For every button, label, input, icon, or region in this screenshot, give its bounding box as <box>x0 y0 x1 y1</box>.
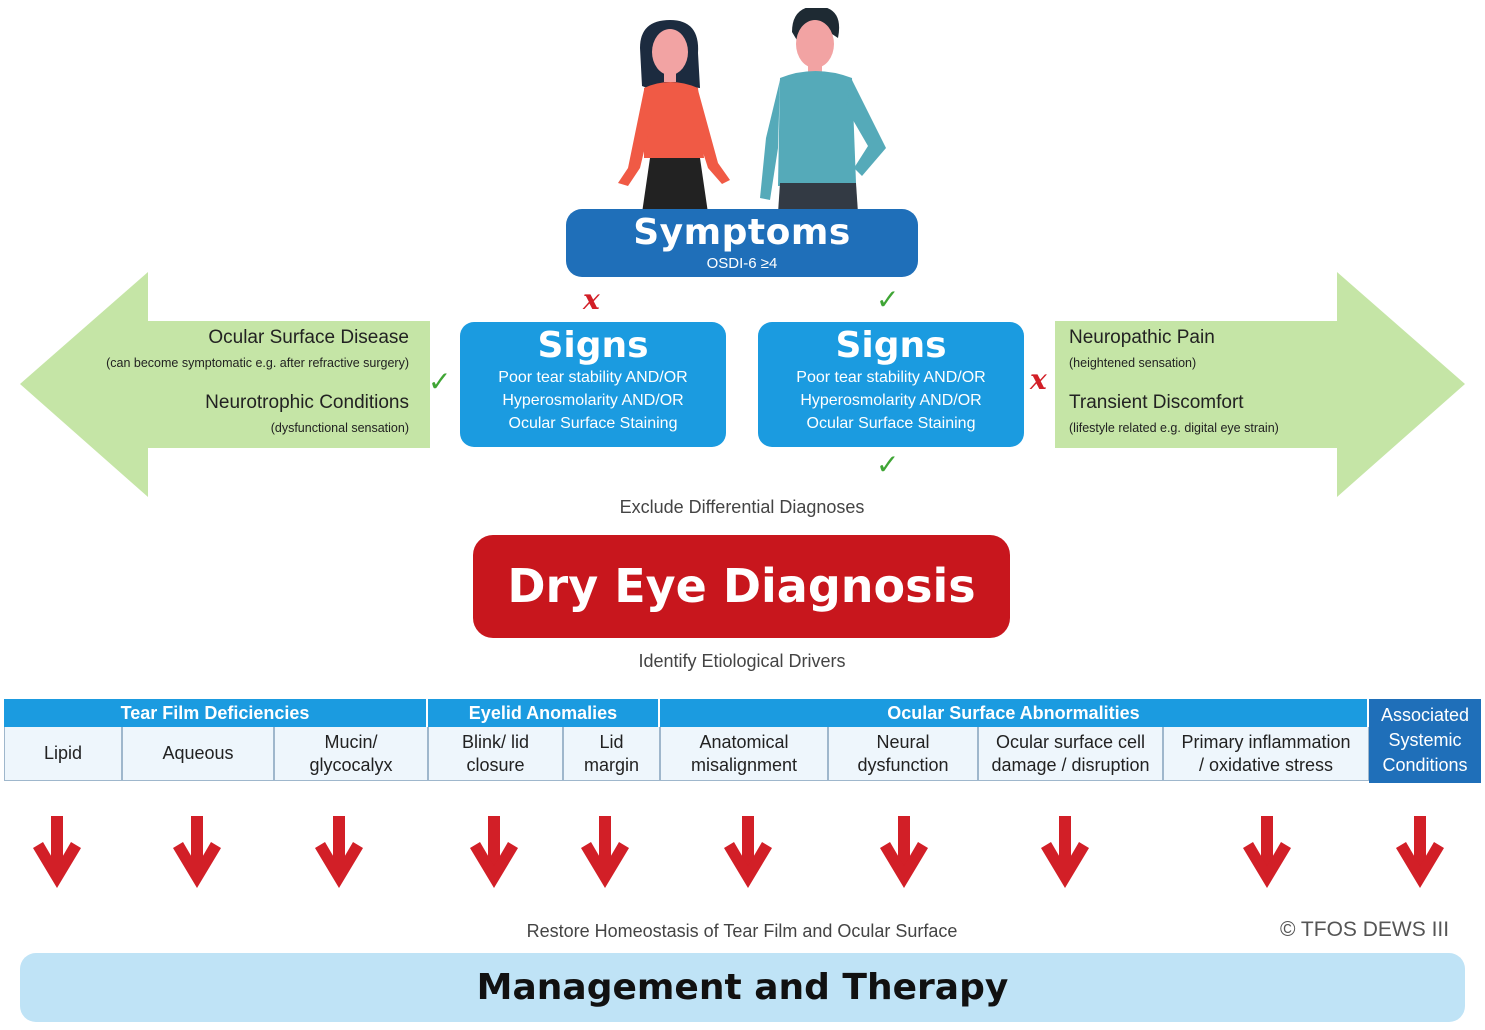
down-arrow <box>173 816 221 888</box>
driver-cell-mucin: Mucin/glycocalyx <box>274 727 428 781</box>
symptoms-box: Symptoms OSDI-6 ≥4 <box>566 209 918 277</box>
cross-mark-symptoms-left: x <box>583 283 600 316</box>
down-arrow <box>1243 816 1291 888</box>
driver-line: Ocular surface cell <box>995 731 1146 752</box>
exclude-differential-caption: Exclude Differential Diagnoses <box>619 497 865 517</box>
down-arrow <box>470 816 518 888</box>
management-therapy-box: Management and Therapy <box>20 953 1465 1022</box>
driver-line: glycocalyx <box>309 754 393 775</box>
signs-line: Hyperosmolarity AND/OR <box>502 392 684 409</box>
driver-line: Primary inflammation <box>1181 731 1351 752</box>
down-arrow <box>581 816 629 888</box>
people-illustration <box>618 8 886 213</box>
down-arrow <box>33 816 81 888</box>
down-arrow <box>315 816 363 888</box>
driver-cell-inflammation: Primary inflammation/ oxidative stress <box>1163 727 1369 781</box>
neuropathic-pain-label: Neuropathic Pain <box>1069 327 1215 348</box>
driver-line: Neural <box>876 731 930 752</box>
ocular-surface-disease-label: Ocular Surface Disease <box>208 327 409 348</box>
identify-drivers-caption: Identify Etiological Drivers <box>638 651 846 671</box>
driver-cell-aqueous: Aqueous <box>122 727 274 781</box>
neurotrophic-conditions-label: Neurotrophic Conditions <box>205 392 409 413</box>
assoc-line: Associated <box>1380 705 1470 725</box>
driver-line: Lid <box>599 731 624 752</box>
signs-line: Poor tear stability AND/OR <box>498 369 688 386</box>
cross-mark-right-signs: x <box>1030 363 1047 396</box>
driver-line: / oxidative stress <box>1198 754 1334 775</box>
down-arrow <box>880 816 928 888</box>
check-mark-symptoms-right: ✓ <box>876 284 900 315</box>
category-header-tear-film: Tear Film Deficiencies <box>4 699 428 727</box>
down-arrow <box>1396 816 1444 888</box>
assoc-line: Conditions <box>1382 755 1468 775</box>
driver-line: Aqueous <box>162 743 234 763</box>
signs-line: Ocular Surface Staining <box>806 415 976 432</box>
driver-line: damage / disruption <box>991 754 1150 775</box>
driver-line: Lipid <box>43 743 83 763</box>
dry-eye-diagnosis-title: Dry Eye Diagnosis <box>507 559 976 613</box>
assoc-line: Systemic <box>1388 730 1462 750</box>
symptoms-threshold: OSDI-6 ≥4 <box>706 255 778 272</box>
driver-line: margin <box>583 754 640 775</box>
check-mark-left-signs: ✓ <box>428 366 452 397</box>
neuropathic-pain-note: (heightened sensation) <box>1069 356 1197 370</box>
management-therapy-title: Management and Therapy <box>476 967 1009 1008</box>
signs-line: Poor tear stability AND/OR <box>796 369 986 386</box>
driver-line: dysfunction <box>857 754 949 775</box>
category-header-ocular-surface: Ocular Surface Abnormalities <box>660 699 1369 727</box>
driver-line: Blink/ lid <box>461 731 530 752</box>
down-arrow <box>724 816 772 888</box>
symptoms-title: Symptoms <box>633 212 851 253</box>
dry-eye-diagnosis-box: Dry Eye Diagnosis <box>473 535 1010 638</box>
down-arrow <box>1041 816 1089 888</box>
associated-systemic-conditions: Associated Systemic Conditions <box>1369 699 1481 783</box>
driver-line: misalignment <box>690 754 798 775</box>
left-green-arrow <box>20 272 430 497</box>
check-mark-below-signs: ✓ <box>876 449 900 480</box>
signs-box-left: Signs Poor tear stability AND/OR Hyperos… <box>460 322 726 447</box>
etiological-drivers-table: Tear Film Deficiencies Eyelid Anomalies … <box>4 699 1481 783</box>
woman-figure <box>618 20 730 213</box>
signs-line: Hyperosmolarity AND/OR <box>800 392 982 409</box>
copyright-text: © TFOS DEWS III <box>1280 918 1450 941</box>
transient-discomfort-note: (lifestyle related e.g. digital eye stra… <box>1069 421 1279 435</box>
signs-box-right: Signs Poor tear stability AND/OR Hyperos… <box>758 322 1024 447</box>
category-header-eyelid: Eyelid Anomalies <box>428 699 660 727</box>
driver-line: Mucin/ <box>324 731 378 752</box>
restore-homeostasis-caption: Restore Homeostasis of Tear Film and Ocu… <box>526 921 958 941</box>
signs-title: Signs <box>835 325 947 366</box>
driver-line: closure <box>466 754 525 775</box>
neurotrophic-conditions-note: (dysfunctional sensation) <box>270 421 409 435</box>
driver-cell-lipid: Lipid <box>4 727 122 781</box>
transient-discomfort-label: Transient Discomfort <box>1069 392 1244 413</box>
driver-line: Anatomical <box>699 731 789 752</box>
right-green-arrow <box>1055 272 1465 497</box>
man-figure <box>760 8 886 213</box>
signs-line: Ocular Surface Staining <box>508 415 678 432</box>
ocular-surface-disease-note: (can become symptomatic e.g. after refra… <box>106 356 409 370</box>
signs-title: Signs <box>537 325 649 366</box>
